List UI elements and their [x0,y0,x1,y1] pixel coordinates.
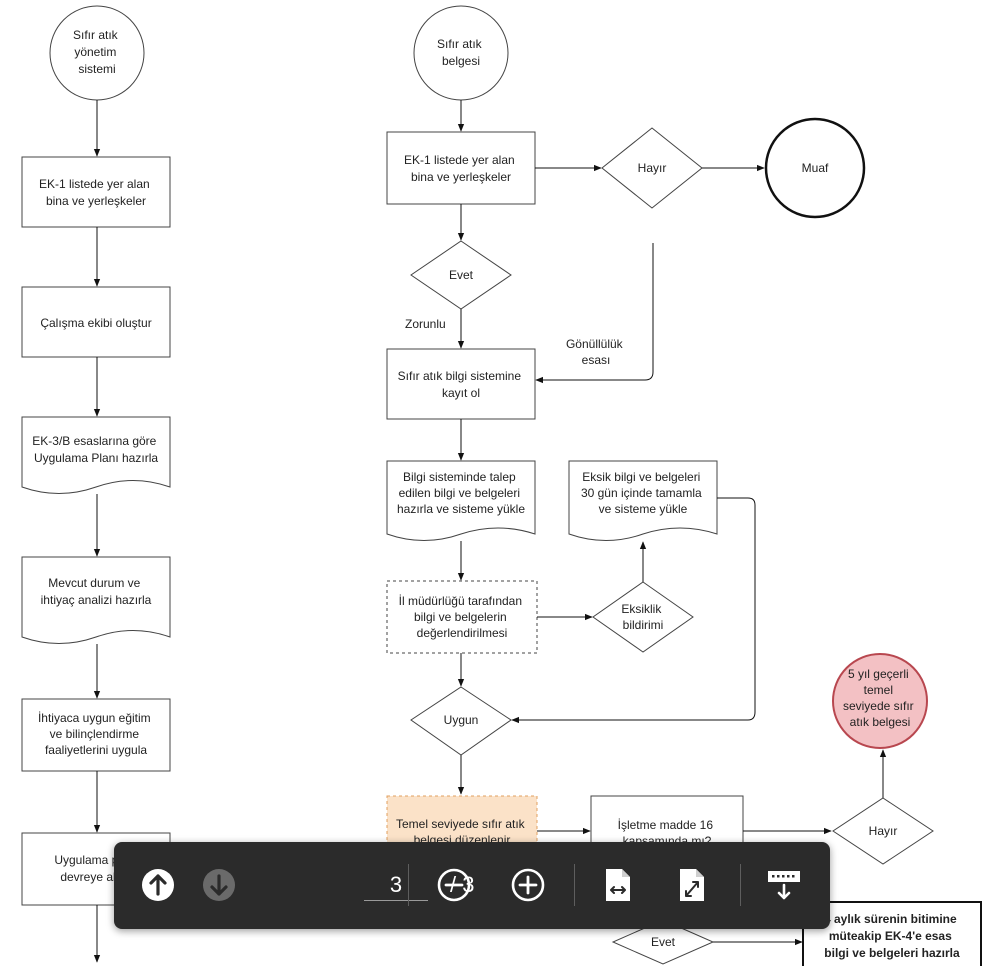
left-start-node: Sıfır atık yönetim sistemi [49,5,145,101]
minus-circle-icon [437,868,471,902]
svg-text:Uygulama p devreye al: Uygulama p devreye al [54,853,121,884]
left-step-mevcut-durum: Mevcut durum ve ihtiyaç analizi hazırla [21,556,171,644]
toolbar-divider [574,864,575,906]
svg-text:Evet: Evet [449,268,474,282]
fit-page-button[interactable] [670,863,714,907]
svg-text:Eksik bilgi ve belgeleri: Eksik bilgi ve belgeleri 30 gün içinde t… [581,470,705,516]
left-start-text: Sıfır atık yönetim sistemi [73,28,121,76]
svg-text:Sıfır atık bilgi sistemine: Sıfır atık bilgi sistemine kayıt ol [398,369,525,400]
decision-hayir-2: Hayır [832,797,934,865]
svg-text:Sıfır atık belgesi: Sıfır atık belgesi [437,37,485,68]
zoom-out-button[interactable] [432,863,476,907]
svg-text:İhtiyaca uygun eğitim ve: İhtiyaca uygun eğitim ve bilinçlendirme … [38,711,154,757]
muaf-node: Muaf [764,117,866,219]
svg-text:İl müdürlüğü tarafından: İl müdürlüğü tarafından bilgi ve belgele… [399,594,526,640]
right-step-bilgi: Bilgi sisteminde talep edilen bilgi ve b… [386,460,536,541]
svg-text:EK-1 listede yer alan bi: EK-1 listede yer alan bina ve yerleşkele… [404,153,518,184]
svg-text:EK-3/B esaslarına göre U: EK-3/B esaslarına göre Uygulama Planı ha… [32,434,159,465]
toolbar-divider [740,864,741,906]
download-button[interactable] [762,863,806,907]
zorunlu-label: Zorunlu [405,317,446,331]
left-step-calisma: Çalışma ekibi oluştur [21,286,171,358]
left-step-egitim: İhtiyaca uygun eğitim ve bilinçlendirme … [21,698,171,772]
svg-text:Eksiklik bildirimi: Eksiklik bildirimi [621,602,664,632]
decision-uygun: Uygun [410,686,512,756]
plus-circle-icon [511,868,545,902]
arrow-up-circle-icon [142,869,174,901]
right-step-kayit: Sıfır atık bilgi sistemine kayıt ol [386,348,536,420]
svg-text:Muaf: Muaf [802,161,829,175]
svg-text:4 aylık sürenin bitimine: 4 aylık sürenin bitimine müteakip EK-4'e… [824,912,960,960]
fit-width-icon [606,869,630,901]
decision-hayir-1: Hayır [601,127,703,209]
svg-text:Hayır: Hayır [869,824,898,838]
page-number-input[interactable] [364,870,428,901]
fit-page-icon [680,869,704,901]
decision-evet-2: Evet [611,919,715,965]
toolbar-divider [408,864,409,906]
left-step-uygulama-plani: EK-3/B esaslarına göre Uygulama Planı ha… [21,416,171,494]
svg-text:EK-1 listede yer alan bi: EK-1 listede yer alan bina ve yerleşkele… [39,177,153,208]
right-step-eksik: Eksik bilgi ve belgeleri 30 gün içinde t… [568,460,718,541]
svg-text:Uygun: Uygun [444,713,479,727]
left-step-ek1: EK-1 listede yer alan bina ve yerleşkele… [21,156,171,228]
right-step-dort-ay: 4 aylık sürenin bitimine müteakip EK-4'e… [802,901,982,966]
svg-text:Hayır: Hayır [638,161,667,175]
fit-width-button[interactable] [596,863,640,907]
svg-text:Mevcut durum ve ihtiyaç: Mevcut durum ve ihtiyaç analizi hazırla [41,576,152,607]
decision-eksiklik: Eksiklik bildirimi [592,581,694,653]
svg-text:5 yıl geçerli temel: 5 yıl geçerli temel seviyede sıfır atık … [843,667,917,729]
right-step-il-mudurlugu: İl müdürlüğü tarafından bilgi ve belgele… [386,580,538,654]
gonullu-label: Gönüllülük esası [566,337,626,367]
next-page-button[interactable] [197,863,241,907]
download-icon [768,871,800,900]
svg-text:Bilgi sisteminde talep e: Bilgi sisteminde talep edilen bilgi ve b… [397,470,525,516]
right-start-node: Sıfır atık belgesi [413,5,509,101]
bes-yil-belge-node: 5 yıl geçerli temel seviyede sıfır atık … [832,653,928,749]
svg-text:Evet: Evet [651,935,676,949]
arrow-down-circle-icon [203,869,235,901]
zoom-in-button[interactable] [506,863,550,907]
svg-text:Çalışma ekibi oluştur: Çalışma ekibi oluştur [40,316,151,330]
pdf-viewer-toolbar: / 3 [114,842,830,929]
right-step-ek1: EK-1 listede yer alan bina ve yerleşkele… [386,131,536,205]
previous-page-button[interactable] [136,863,180,907]
decision-evet-1: Evet [410,240,512,310]
